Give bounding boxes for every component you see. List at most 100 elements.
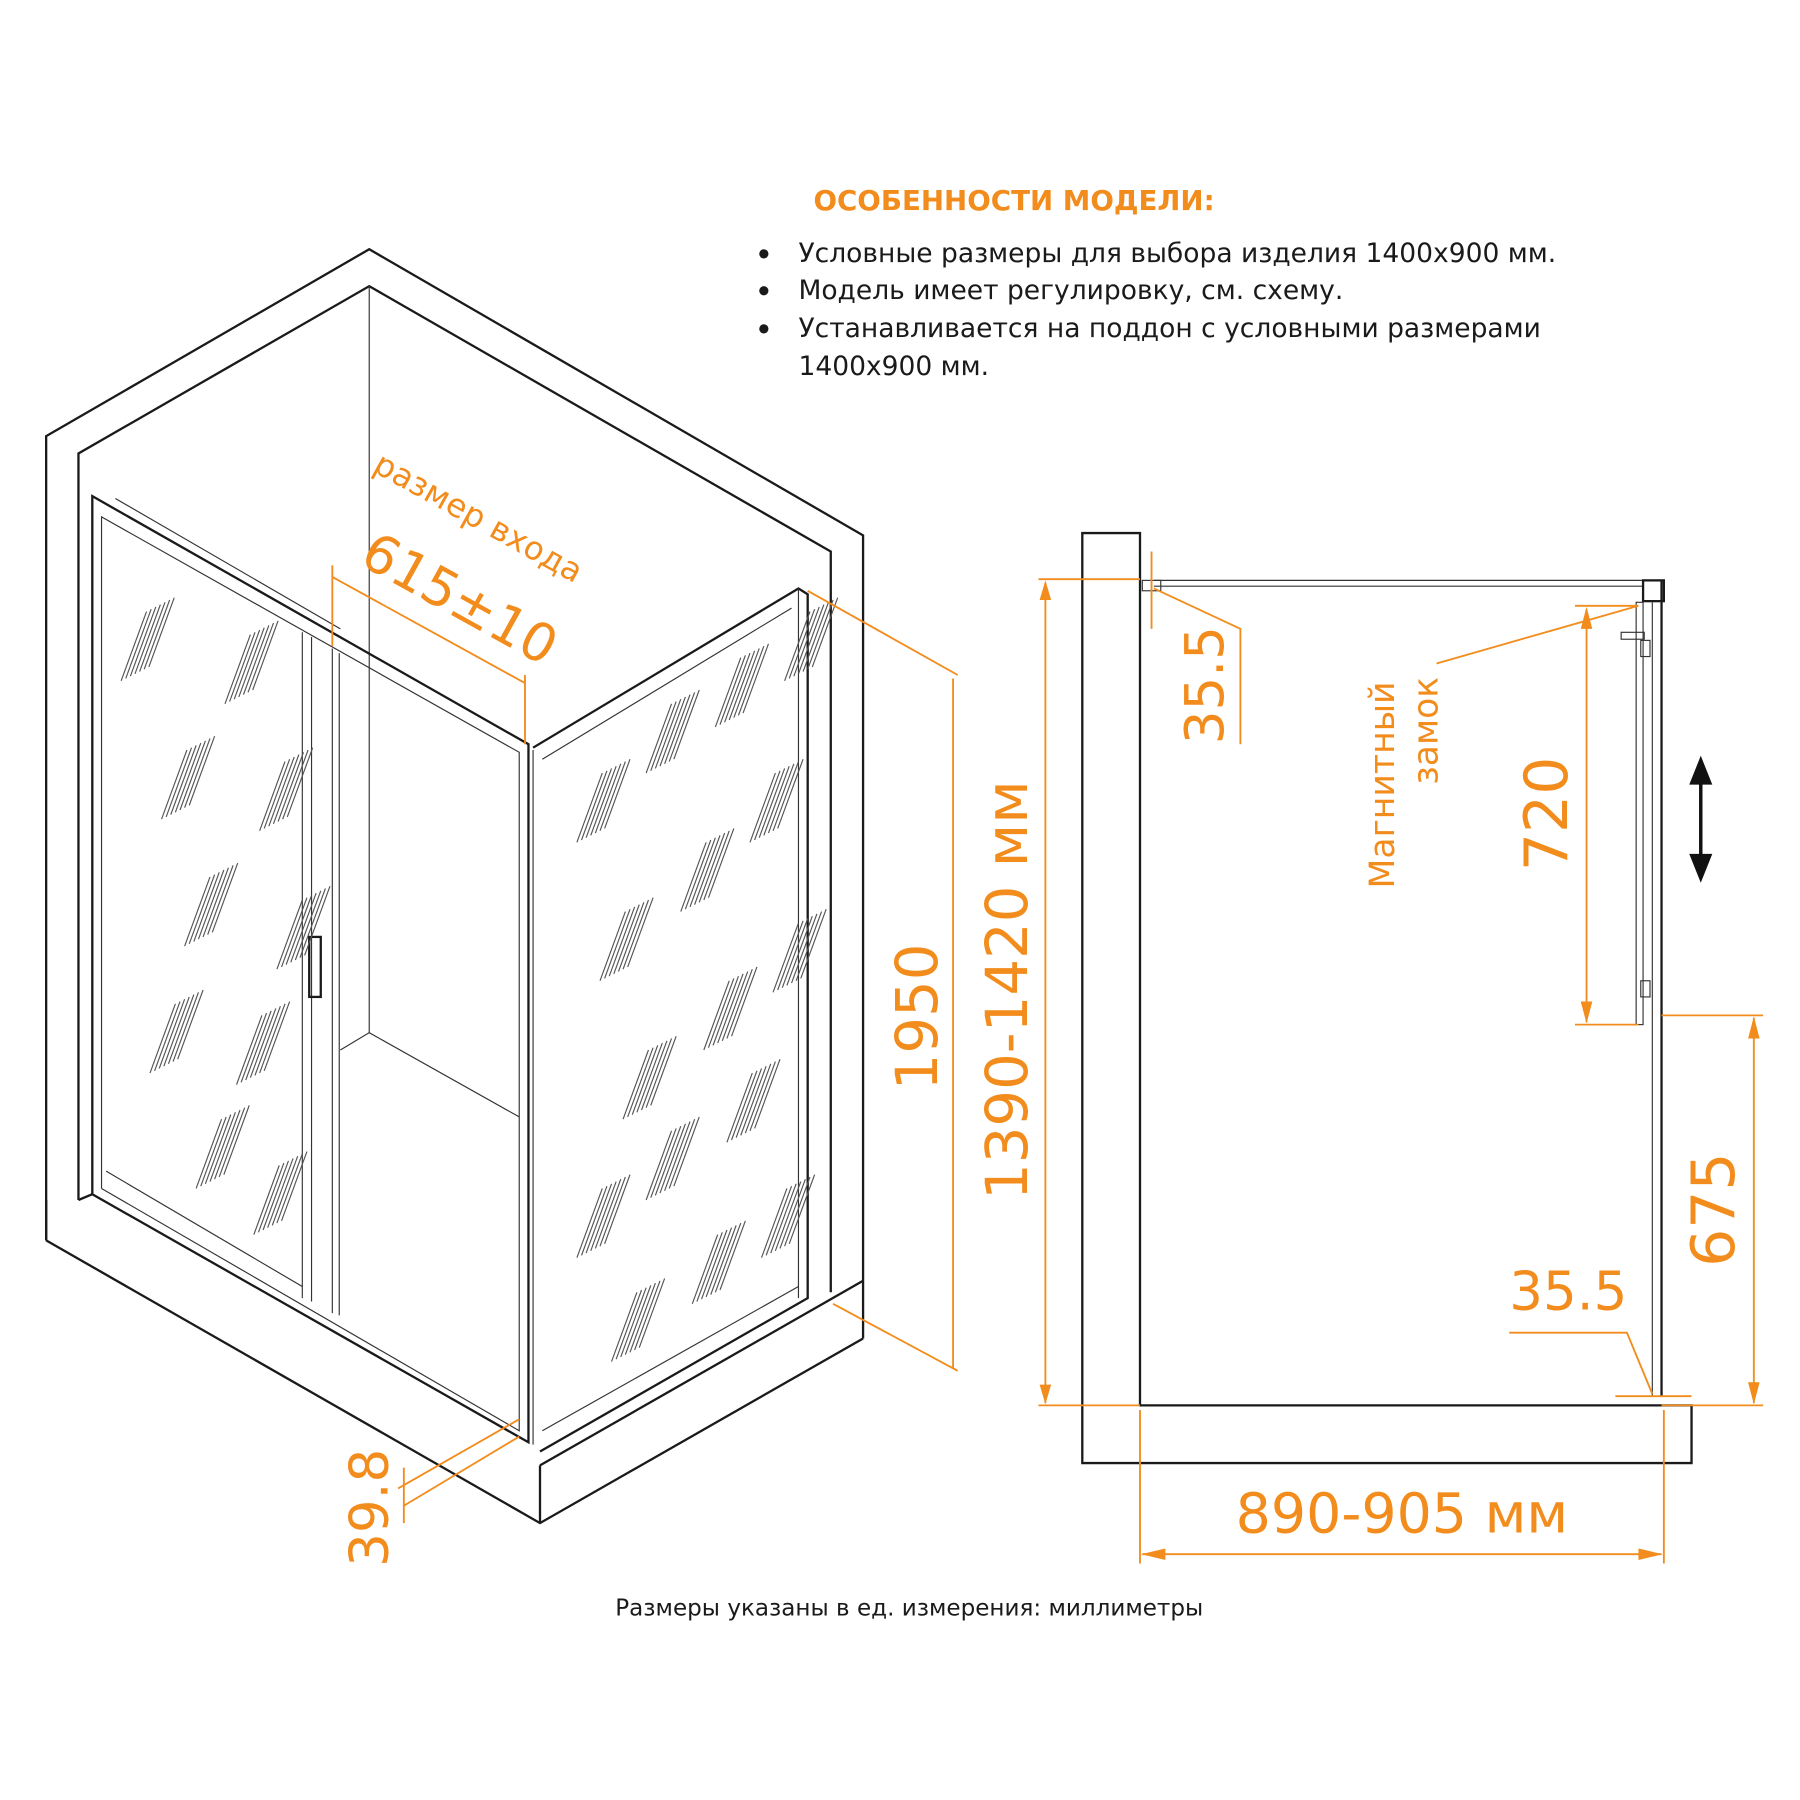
hatch-line	[148, 597, 175, 668]
hatch-line	[154, 1001, 181, 1071]
hatch-line	[580, 1185, 608, 1256]
hatch-line	[629, 1282, 656, 1353]
hatch-line	[684, 839, 712, 910]
hatch-line	[617, 902, 645, 972]
hatch-line	[172, 992, 200, 1062]
hatch-line	[807, 599, 834, 670]
hatch-line	[714, 1222, 742, 1293]
hatch-line	[691, 1234, 719, 1305]
hatch-line	[193, 872, 220, 942]
hatch-line	[624, 1285, 652, 1355]
hatch-line	[202, 867, 230, 938]
hatch-line	[282, 749, 309, 820]
hatch-line	[717, 973, 744, 1044]
hatch-line	[659, 1123, 686, 1194]
hatch-line	[604, 909, 631, 979]
hatch-line	[158, 999, 186, 1069]
hatch-line	[286, 747, 314, 818]
hatch-line	[252, 620, 279, 691]
adjustment-arrow-icon	[1689, 755, 1713, 883]
hatch-line	[772, 761, 800, 831]
hatch-line	[797, 604, 825, 675]
hatch-line	[262, 1160, 290, 1231]
hatch-line	[719, 1220, 746, 1291]
hatch-line	[134, 604, 161, 675]
hatch-line	[259, 761, 286, 831]
hatch-line	[276, 1153, 303, 1224]
hatch-line	[705, 1227, 733, 1298]
hatch-line	[280, 897, 308, 968]
hatch-line	[197, 869, 225, 940]
height-label: 1950	[883, 944, 951, 1091]
hatch-line	[645, 1038, 673, 1108]
hatch-line	[304, 885, 331, 956]
hatch-line	[714, 657, 742, 728]
hatch-line	[749, 1061, 776, 1131]
bottom-offset-side-label: 35.5	[1509, 1261, 1627, 1323]
width-range-label: 1390-1420 мм	[973, 780, 1041, 1200]
hatch-line	[724, 652, 751, 723]
depth-range-label: 890-905 мм	[1236, 1482, 1569, 1546]
hatch-line	[299, 888, 326, 958]
hatch-line	[645, 703, 673, 774]
hatch-line	[728, 650, 756, 721]
hatch-line	[811, 597, 839, 668]
hatch-line	[254, 1005, 281, 1076]
hatch-line	[253, 1165, 280, 1235]
hatch-line	[290, 892, 317, 963]
bullet-icon	[759, 249, 769, 259]
top-offset-label: 35.5	[1174, 626, 1236, 744]
hatch-line	[634, 1280, 661, 1351]
hatch-line	[149, 1003, 176, 1074]
hatch-line	[654, 1125, 682, 1196]
hatch-line	[174, 742, 202, 813]
hatch-line	[267, 1158, 294, 1228]
hatch-line	[613, 904, 640, 975]
bottom-offset-label: 39.8	[339, 1449, 401, 1567]
bullet-icon	[759, 286, 769, 296]
hatch-line	[733, 648, 760, 718]
hatch-line	[802, 602, 830, 672]
hatch-line	[659, 696, 686, 767]
hatch-line	[604, 759, 631, 829]
feature-item: 1400x900 мм.	[798, 351, 989, 382]
hatch-line	[576, 1188, 603, 1258]
hatch-line	[594, 763, 622, 834]
hatch-line	[689, 837, 716, 908]
hatch-line	[599, 911, 626, 981]
hatch-line	[800, 909, 827, 979]
hatch-line	[779, 1179, 806, 1249]
hatch-line	[793, 606, 820, 677]
hatch-line	[165, 747, 193, 818]
hatch-line	[285, 895, 313, 965]
hatch-line	[209, 1112, 236, 1182]
door-height-label: 720	[1512, 757, 1582, 872]
hatch-line	[599, 1176, 626, 1247]
hatch-line	[784, 611, 811, 681]
hatch-line	[277, 752, 305, 822]
hatch-line	[129, 606, 157, 677]
hatch-line	[698, 832, 726, 903]
hatch-line	[668, 1119, 696, 1189]
hatch-line	[707, 978, 735, 1048]
hatch-line	[259, 1003, 286, 1074]
hatch-line	[650, 1128, 677, 1198]
hatch-line	[211, 862, 239, 933]
bullet-icon	[759, 324, 769, 334]
hatch-line	[650, 1035, 677, 1106]
hatch-line	[694, 835, 721, 905]
hatch-line	[777, 759, 804, 829]
side-dimensions: 1390-1420 мм 35.5 Магнитный замок 720 67…	[973, 551, 1764, 1564]
hatch-line	[594, 1179, 622, 1249]
hatch-line	[294, 890, 322, 961]
hatch-line	[795, 911, 823, 981]
hatch-line	[604, 1174, 631, 1245]
hatch-line	[223, 1105, 250, 1175]
glass-hatching	[120, 597, 839, 1362]
hatch-line	[257, 1162, 285, 1233]
hatch-line	[680, 842, 707, 912]
hatch-line	[627, 897, 654, 968]
hatch-line	[599, 761, 626, 831]
hatch-line	[721, 971, 749, 1041]
